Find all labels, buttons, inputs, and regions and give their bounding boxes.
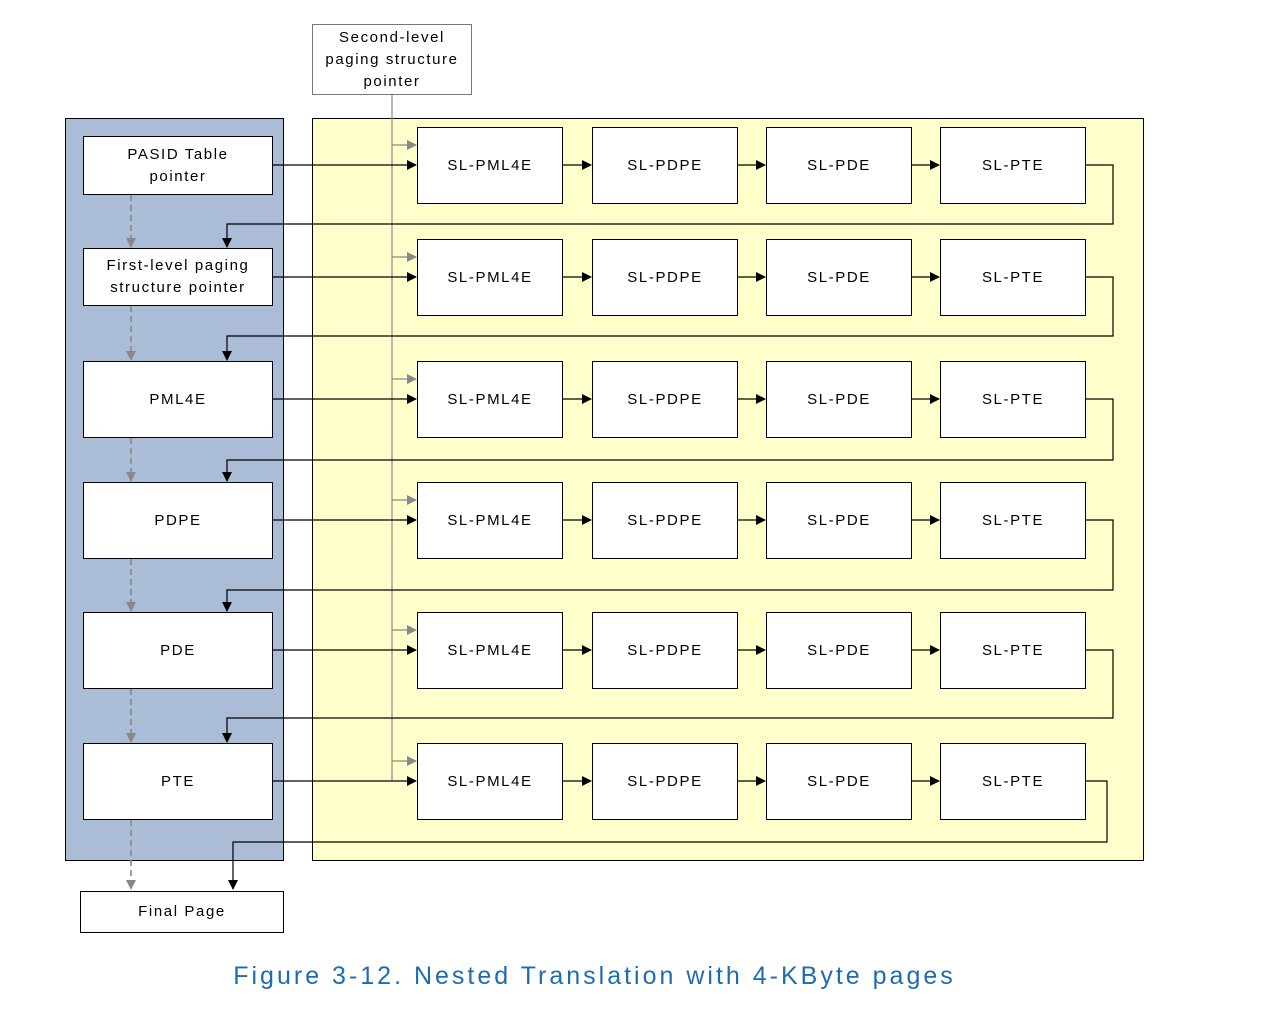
sl-pml4e-label: SL-PML4E [447, 156, 533, 174]
sl-pte-box: SL-PTE [940, 239, 1086, 316]
second-level-pointer-label: Second-level paging structure pointer [325, 28, 459, 90]
sl-pdpe-box: SL-PDPE [592, 361, 738, 438]
sl-pml4e-box: SL-PML4E [417, 612, 563, 689]
sl-pte-box: SL-PTE [940, 127, 1086, 204]
sl-pde-box: SL-PDE [766, 127, 912, 204]
sl-pdpe-box: SL-PDPE [592, 743, 738, 820]
pasid-table-pointer-label: PASID Table pointer [127, 145, 229, 185]
pte-label: PTE [161, 772, 195, 790]
sl-pde-box: SL-PDE [766, 612, 912, 689]
sl-pml4e-label: SL-PML4E [447, 268, 533, 286]
sl-pde-label: SL-PDE [807, 390, 871, 408]
pml4e-box: PML4E [83, 361, 273, 438]
second-level-pointer-box: Second-level paging structure pointer [312, 24, 472, 95]
sl-pte-label: SL-PTE [981, 511, 1045, 529]
sl-return-arrow [222, 519, 1114, 612]
sl-pdpe-label: SL-PDPE [627, 772, 703, 790]
sl-pte-box: SL-PTE [940, 482, 1086, 559]
sl-pde-box: SL-PDE [766, 239, 912, 316]
sl-pdpe-label: SL-PDPE [627, 641, 703, 659]
sl-pml4e-box: SL-PML4E [417, 127, 563, 204]
sl-pte-label: SL-PTE [981, 268, 1045, 286]
sl-pde-label: SL-PDE [807, 772, 871, 790]
sl-pde-box: SL-PDE [766, 482, 912, 559]
sl-pde-box: SL-PDE [766, 743, 912, 820]
sl-pdpe-box: SL-PDPE [592, 482, 738, 559]
sl-pml4e-label: SL-PML4E [447, 390, 533, 408]
sl-pte-label: SL-PTE [981, 641, 1045, 659]
first-level-pointer-box: First-level paging structure pointer [83, 248, 273, 306]
sl-return-arrow [222, 398, 1114, 482]
sl-pml4e-box: SL-PML4E [417, 361, 563, 438]
sl-pdpe-label: SL-PDPE [627, 268, 703, 286]
sl-return-arrow [222, 276, 1114, 361]
sl-pdpe-box: SL-PDPE [592, 612, 738, 689]
first-level-pointer-label: First-level paging structure pointer [106, 257, 250, 296]
pde-box: PDE [83, 612, 273, 689]
figure-caption: Figure 3-12. Nested Translation with 4-K… [233, 962, 956, 990]
sl-pml4e-label: SL-PML4E [447, 511, 533, 529]
pde-label: PDE [160, 641, 196, 659]
sl-return-arrow [222, 649, 1114, 743]
pdpe-box: PDPE [83, 482, 273, 559]
sl-pte-box: SL-PTE [940, 361, 1086, 438]
sl-return-arrow [222, 164, 1114, 248]
sl-pml4e-label: SL-PML4E [447, 641, 533, 659]
sl-pte-label: SL-PTE [981, 772, 1045, 790]
sl-pdpe-box: SL-PDPE [592, 239, 738, 316]
sl-pde-label: SL-PDE [807, 511, 871, 529]
sl-pde-box: SL-PDE [766, 361, 912, 438]
sl-pde-label: SL-PDE [807, 268, 871, 286]
sl-pdpe-label: SL-PDPE [627, 156, 703, 174]
pasid-table-pointer-box: PASID Table pointer [83, 136, 273, 195]
sl-pte-box: SL-PTE [940, 612, 1086, 689]
sl-pdpe-label: SL-PDPE [627, 390, 703, 408]
final-page-label: Final Page [138, 903, 226, 920]
sl-return-arrow [228, 780, 1108, 890]
sl-pml4e-box: SL-PML4E [417, 239, 563, 316]
sl-pml4e-box: SL-PML4E [417, 743, 563, 820]
sl-pde-label: SL-PDE [807, 641, 871, 659]
sl-pml4e-label: SL-PML4E [447, 772, 533, 790]
sl-pml4e-box: SL-PML4E [417, 482, 563, 559]
sl-pte-box: SL-PTE [940, 743, 1086, 820]
pdpe-label: PDPE [154, 511, 202, 529]
sl-pdpe-box: SL-PDPE [592, 127, 738, 204]
sl-pdpe-label: SL-PDPE [627, 511, 703, 529]
pml4e-label: PML4E [149, 390, 207, 408]
final-page-box: Final Page [80, 891, 284, 933]
sl-pte-label: SL-PTE [981, 156, 1045, 174]
sl-pte-label: SL-PTE [981, 390, 1045, 408]
sl-pde-label: SL-PDE [807, 156, 871, 174]
pte-box: PTE [83, 743, 273, 820]
